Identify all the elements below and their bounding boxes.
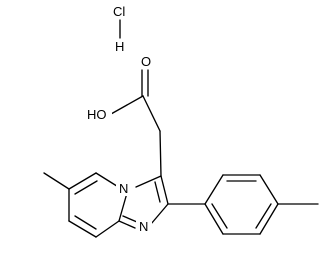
- carboxyl-hydroxyl-bond: [110, 95, 144, 115]
- carboxyl-methylene-bond: [142, 95, 161, 132]
- cl-label-background: [111, 3, 131, 18]
- acid-hydroxyl-label-background: [85, 107, 112, 122]
- h-label-background: [113, 39, 127, 54]
- imidazole-nitrogen-label: N: [139, 219, 148, 234]
- tolyl-bond-4-inner: [255, 203, 272, 229]
- imidazole-bond-c3-c2-outer: [160, 175, 169, 205]
- imidazole-bond-n1-c8a-outer: [118, 220, 136, 229]
- imidazole-nitrogen-label-background: [136, 219, 152, 234]
- tolyl-bond-6-inner: [211, 203, 228, 229]
- imidazole-bond-n1-c8a-inner: [122, 215, 138, 223]
- imidazole-bond-c2-n1: [150, 203, 169, 225]
- tolyl-bond-3: [259, 174, 279, 205]
- pyridine-bond-c7-c8-inner: [74, 215, 97, 230]
- methylene-ring-bond: [159, 130, 162, 177]
- chlorine-label: Cl: [113, 4, 125, 19]
- pyridine-bond-c5-c6-outer: [68, 172, 97, 190]
- tolyl-bond-4-outer: [259, 203, 279, 235]
- acid-hydroxyl-label: HO: [87, 107, 107, 122]
- carbonyl-oxygen-label-background: [139, 54, 155, 69]
- bridgehead-nitrogen-label-background: [116, 181, 132, 196]
- hydrogen-label: H: [115, 39, 124, 54]
- pyridine-bond-c7-c8-outer: [68, 220, 97, 238]
- pyridine-bond-c8-c8a: [95, 220, 120, 238]
- imidazole-bond-c3-n4: [135, 175, 162, 188]
- imidazole-bond-c3-c2-inner: [154, 181, 161, 203]
- methyl-bond-c6: [43, 172, 70, 190]
- carbonyl-oxygen-label: O: [141, 54, 151, 69]
- tolyl-bond-1: [204, 174, 224, 205]
- bridgehead-nitrogen-label: N: [119, 181, 128, 196]
- tolyl-bond-6-outer: [204, 203, 224, 235]
- imidazole-bond-c8a-n4: [118, 192, 128, 222]
- pyridine-bond-c5-c6-inner: [74, 180, 98, 195]
